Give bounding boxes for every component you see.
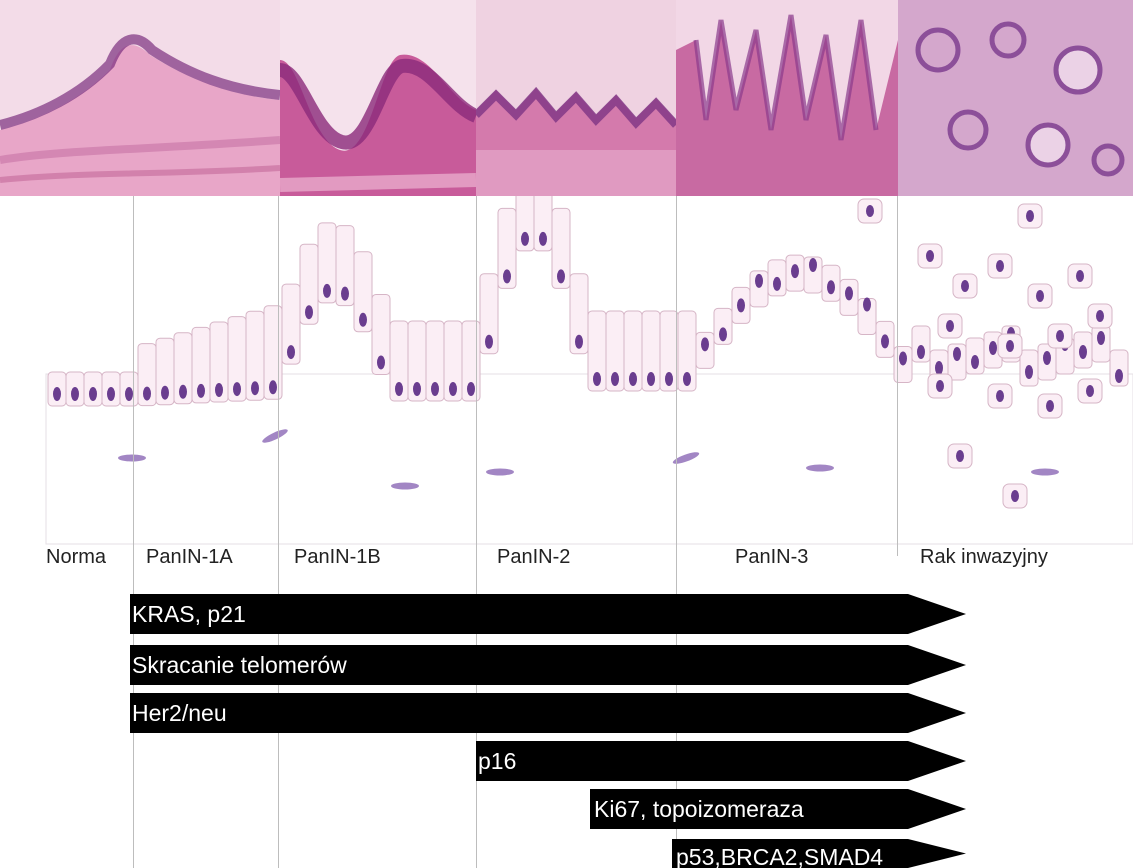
stage-label-norma: Norma: [46, 546, 106, 569]
epithelium-schematic: [0, 196, 1133, 546]
marker-label-ki67: Ki67, topoizomeraza: [593, 797, 805, 821]
marker-label-p16: p16: [477, 749, 517, 773]
histology-panel-1b: [280, 0, 476, 196]
marker-arrow-kras: [130, 594, 966, 634]
marker-arrow-p16: [476, 741, 966, 781]
stage-divider: [133, 196, 134, 868]
marker-label-telomery: Skracanie telomerów: [131, 653, 348, 677]
marker-label-her2: Her2/neu: [131, 701, 228, 725]
stage-divider: [897, 196, 898, 556]
marker-arrow-her2: [130, 693, 966, 733]
stage-label-panin-3: PanIN-3: [735, 546, 808, 569]
histology-panel-rak: [898, 0, 1133, 196]
stage-label-panin-2: PanIN-2: [497, 546, 570, 569]
stage-label-rak-inwazyjny: Rak inwazyjny: [920, 546, 1048, 569]
histology-panel-3: [676, 0, 898, 196]
marker-label-p53: p53,BRCA2,SMAD4: [675, 845, 884, 868]
stage-divider: [278, 196, 279, 868]
histology-panel-2: [476, 0, 676, 196]
marker-label-kras: KRAS, p21: [131, 602, 247, 626]
stage-label-panin-1b: PanIN-1B: [294, 546, 381, 569]
stage-label-panin-1a: PanIN-1A: [146, 546, 233, 569]
histology-panel-norma-1a: [0, 0, 280, 196]
